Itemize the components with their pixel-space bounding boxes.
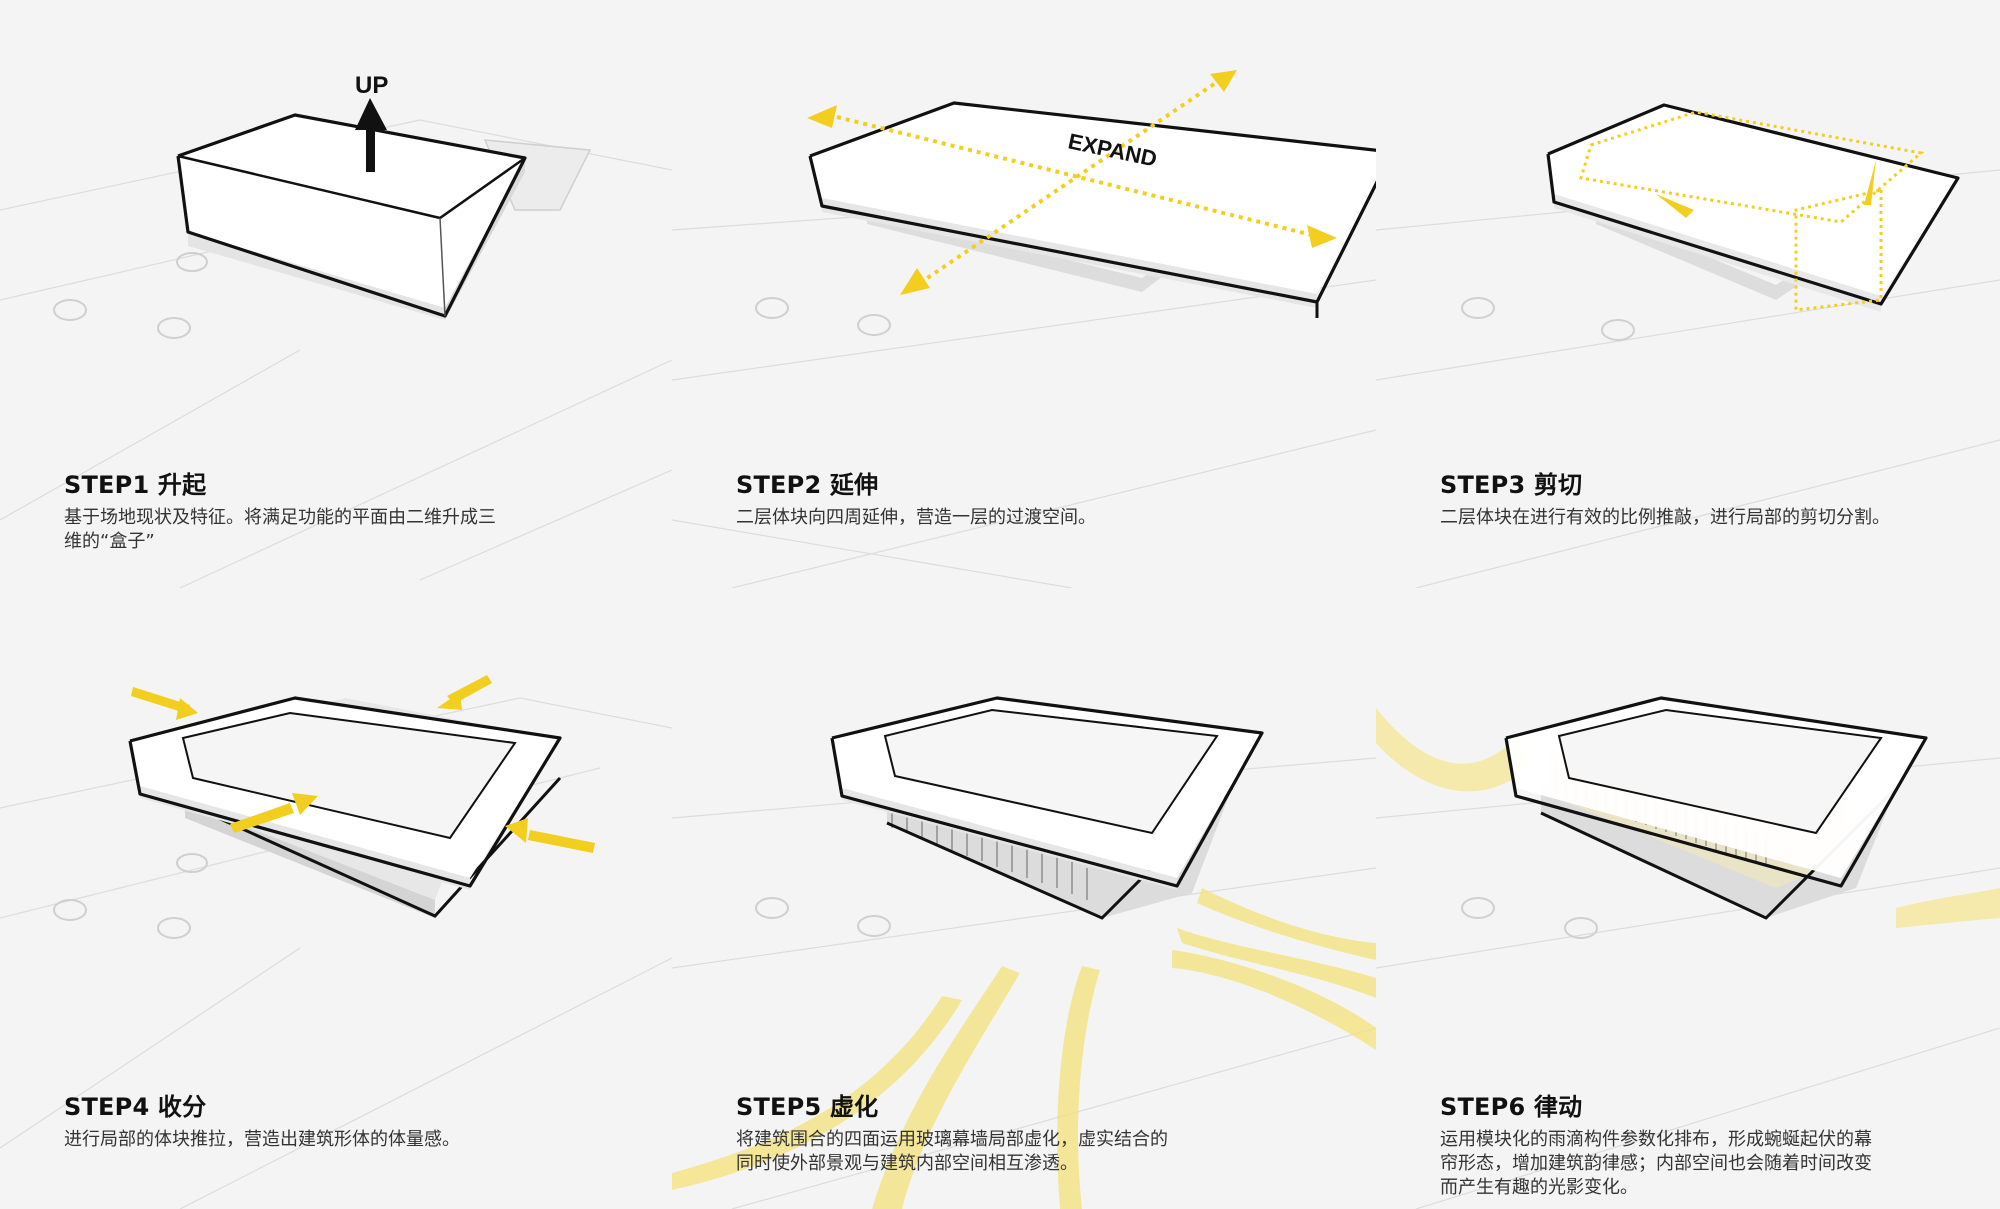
step3-title: STEP3 剪切 [1440,471,1583,499]
step4-title: STEP4 收分 [64,1093,207,1121]
step5-desc-line: 同时使外部景观与建筑内部空间相互渗透。 [736,1153,1078,1174]
step3-panel: STEP3 剪切 二层体块在进行有效的比例推敲，进行局部的剪切分割。 [1376,0,2000,588]
step6-desc-line: 而产生有趣的光影变化。 [1440,1177,1638,1198]
step3-illustration [1376,103,2000,588]
cut-outline-icon [1579,110,1925,312]
step5-desc-line: 将建筑围合的四面运用玻璃幕墙局部虚化，虚实结合的 [736,1129,1168,1150]
step5-illustration [672,696,1376,1209]
step4-description: 进行局部的体块推拉，营造出建筑形体的体量感。 [64,1128,460,1152]
light-flow-icon [672,888,1376,1209]
step3-desc-line: 二层体块在进行有效的比例推敲，进行局部的剪切分割。 [1440,507,1890,528]
step4-illustration [0,675,672,1209]
step5-description: 将建筑围合的四面运用玻璃幕墙局部虚化，虚实结合的 同时使外部景观与建筑内部空间相… [736,1128,1168,1176]
step5-title: STEP5 虚化 [736,1093,879,1121]
step1-desc-line: 维的“盒子” [64,531,155,552]
step3-description: 二层体块在进行有效的比例推敲，进行局部的剪切分割。 [1440,506,1890,530]
step6-description: 运用模块化的雨滴构件参数化排布，形成蜿蜒起伏的幕 帘形态，增加建筑韵律感；内部空… [1440,1128,1872,1200]
step6-desc-line: 运用模块化的雨滴构件参数化排布，形成蜿蜒起伏的幕 [1440,1129,1872,1150]
step4-panel: STEP4 收分 进行局部的体块推拉，营造出建筑形体的体量感。 [0,588,672,1209]
step2-desc-line: 二层体块向四周延伸，营造一层的过渡空间。 [736,507,1096,528]
step6-title: STEP6 律动 [1440,1093,1583,1121]
step2-panel: EXPAND STEP2 延伸 二层体块向四周延伸，营造一层的过渡空间。 [672,0,1376,588]
step2-illustration: EXPAND [672,70,1376,588]
up-label: UP [355,72,388,99]
step6-desc-line: 帘形态，增加建筑韵律感；内部空间也会随着时间改变 [1440,1153,1872,1174]
step6-panel: STEP6 律动 运用模块化的雨滴构件参数化排布，形成蜿蜒起伏的幕 帘形态，增加… [1376,588,2000,1209]
step5-panel: STEP5 虚化 将建筑围合的四面运用玻璃幕墙局部虚化，虚实结合的 同时使外部景… [672,588,1376,1209]
step1-description: 基于场地现状及特征。将满足功能的平面由二维升成三 维的“盒子” [64,506,496,554]
step6-illustration [1376,696,2000,1209]
step1-title: STEP1 升起 [64,471,207,499]
step2-description: 二层体块向四周延伸，营造一层的过渡空间。 [736,506,1096,530]
arrow-up-icon [355,98,387,172]
inward-arrows-icon [131,675,595,853]
step1-desc-line: 基于场地现状及特征。将满足功能的平面由二维升成三 [64,507,496,528]
wave-flow-icon [1376,708,2000,928]
step1-panel: UP STEP1 升起 基于场地现状及特征。将满足功能的平面由二维升成三 维的“… [0,0,672,588]
expand-arrows-icon [836,80,1313,285]
step4-desc-line: 进行局部的体块推拉，营造出建筑形体的体量感。 [64,1129,460,1150]
step1-illustration: UP [0,72,672,588]
step2-title: STEP2 延伸 [736,471,879,499]
